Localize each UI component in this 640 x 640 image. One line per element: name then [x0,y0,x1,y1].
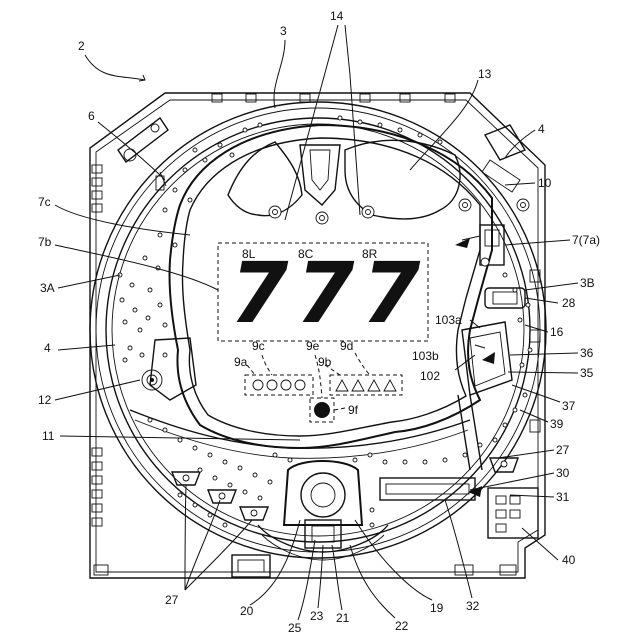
label-39: 39 [550,417,564,431]
status-lamp [314,402,330,418]
label-16: 16 [550,325,564,339]
label-4-left: 4 [44,341,51,355]
label-37: 37 [562,399,576,413]
label-27-right: 27 [556,443,570,457]
label-3B: 3B [580,276,595,290]
label-30: 30 [556,466,570,480]
label-8R: 8R [362,247,378,261]
hold-triangles [336,380,396,391]
label-14: 14 [330,9,344,23]
label-9f: 9f [348,403,359,417]
arrow-36 [482,352,495,364]
label-7a: 7(7a) [572,233,600,247]
label-102: 102 [420,369,440,383]
left-stage [142,338,196,400]
label-9c: 9c [252,339,265,353]
label-7c: 7c [38,195,51,209]
hold-indicator-a [245,375,313,395]
decor-ornament-left [228,142,302,218]
label-11: 11 [42,429,55,443]
lower-stage-channel [130,410,470,448]
hold-circles [253,380,305,390]
label-22: 22 [395,619,409,633]
label-8L: 8L [242,247,256,261]
label-20: 20 [240,604,254,618]
right-gate-28 [485,288,525,308]
label-103a: 103a [435,313,462,327]
label-9e: 9e [306,339,320,353]
label-9d: 9d [340,339,353,353]
top-mount-tabs [212,94,455,102]
launch-guide-arm [118,118,168,190]
label-19: 19 [430,601,444,615]
label-103b: 103b [412,349,439,363]
label-32: 32 [466,599,480,613]
label-3A: 3A [40,281,55,295]
label-36: 36 [580,346,594,360]
label-10: 10 [538,176,552,190]
label-2: 2 [78,39,85,53]
general-pocket-left-3 [240,507,268,520]
attacker-slot [380,478,475,500]
label-7b: 7b [38,235,52,249]
decor-ornament-right [345,140,471,219]
indicator-leaders [247,353,370,410]
general-pocket-left-2 [208,490,236,503]
lower-stage-channel-inner [135,420,468,458]
label-23: 23 [310,609,324,623]
label-9b: 9b [318,355,332,369]
label-28: 28 [562,296,576,310]
label-21: 21 [336,611,350,625]
label-4-top: 4 [538,122,545,136]
label-25: 25 [288,621,302,635]
label-12: 12 [38,393,52,407]
label-13: 13 [478,67,492,81]
label-6: 6 [88,109,95,123]
label-40: 40 [562,553,576,567]
label-27-bottom: 27 [165,593,179,607]
label-31: 31 [556,490,570,504]
hold-indicator-b [330,375,402,395]
reel-left-symbol: 7 [230,244,289,342]
label-35: 35 [580,366,594,380]
label-8C: 8C [298,247,314,261]
label-9a: 9a [234,355,248,369]
decor-ornament-center [300,145,340,224]
label-3: 3 [280,24,287,38]
general-pocket-left-1 [172,472,200,485]
